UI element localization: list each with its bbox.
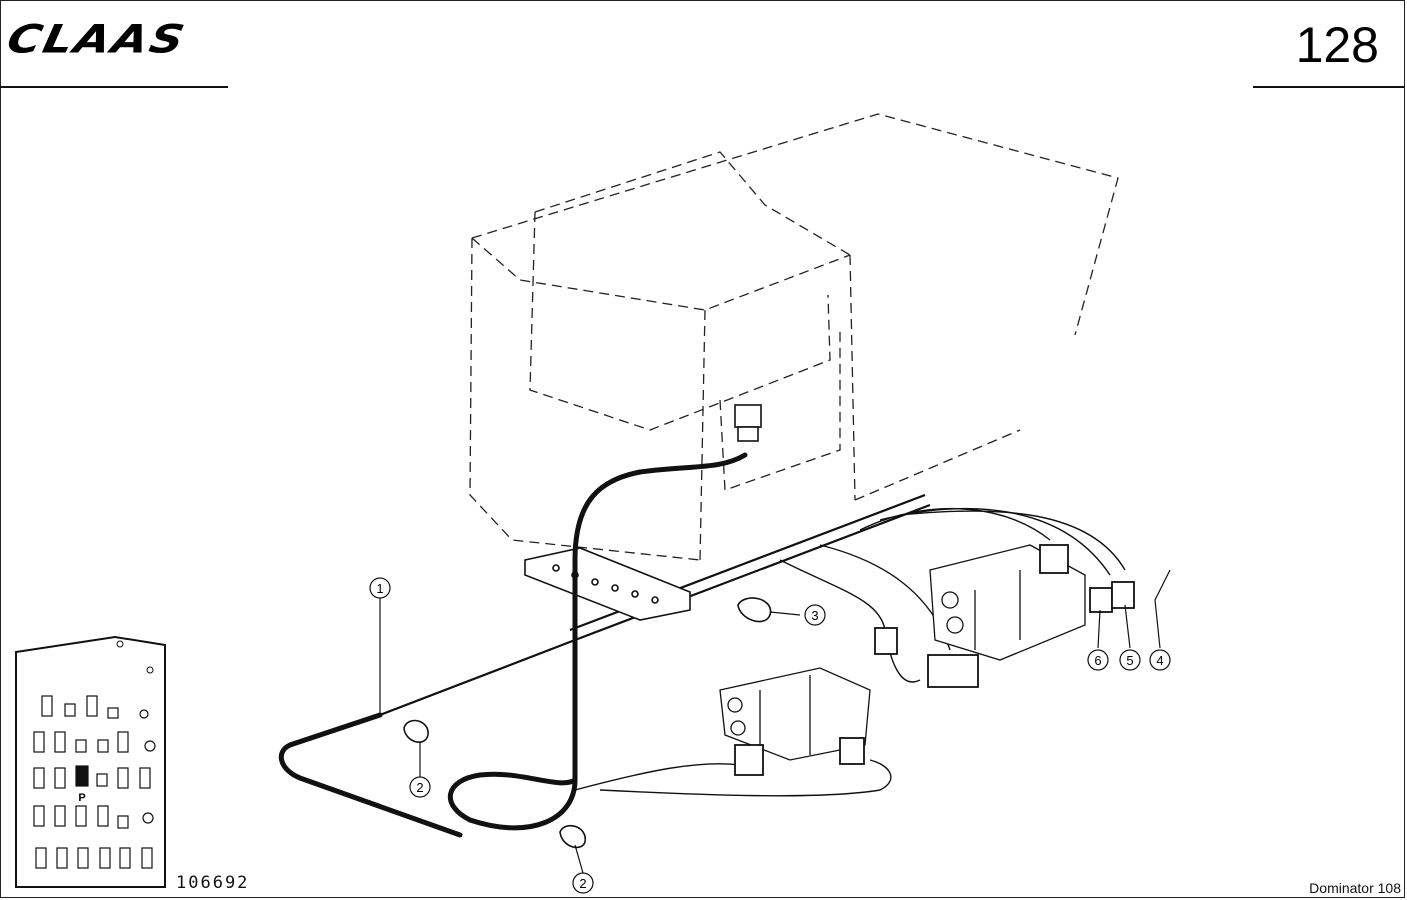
svg-text:2: 2 <box>416 780 423 795</box>
callout-3: 3 <box>804 604 826 626</box>
model-name: Dominator 108 <box>1309 880 1401 896</box>
leader-lines <box>379 569 1171 874</box>
callout-4: 4 <box>1149 649 1171 671</box>
svg-text:1: 1 <box>376 581 383 596</box>
svg-text:2: 2 <box>579 876 586 891</box>
connector-plug <box>734 404 762 442</box>
callout-balloons: 1 2 2 3 4 5 6 <box>369 577 1171 894</box>
cab-outline-dashed <box>469 113 1119 561</box>
callout-6: 6 <box>1087 649 1109 671</box>
callout-1: 1 <box>369 577 391 599</box>
callout-2-lower: 2 <box>572 872 594 894</box>
page-number-underline <box>1253 86 1405 88</box>
svg-text:3: 3 <box>811 608 818 623</box>
panel-marker-label: P <box>78 792 85 804</box>
mount-bracket <box>524 547 691 621</box>
main-harness <box>278 452 748 838</box>
fuse-slots <box>33 695 156 869</box>
solenoid-coils <box>734 544 1135 776</box>
fuse-panel-thumbnail: P <box>15 635 166 888</box>
valve-block-lower <box>719 667 871 761</box>
page-number: 128 <box>1295 17 1379 73</box>
figure-number: 106692 <box>176 873 250 893</box>
logo-underline <box>0 86 228 88</box>
svg-text:6: 6 <box>1094 653 1101 668</box>
callout-5: 5 <box>1119 649 1141 671</box>
svg-text:4: 4 <box>1156 653 1163 668</box>
cable-clips <box>403 597 772 849</box>
callout-2-upper: 2 <box>409 776 431 798</box>
svg-text:5: 5 <box>1126 653 1133 668</box>
